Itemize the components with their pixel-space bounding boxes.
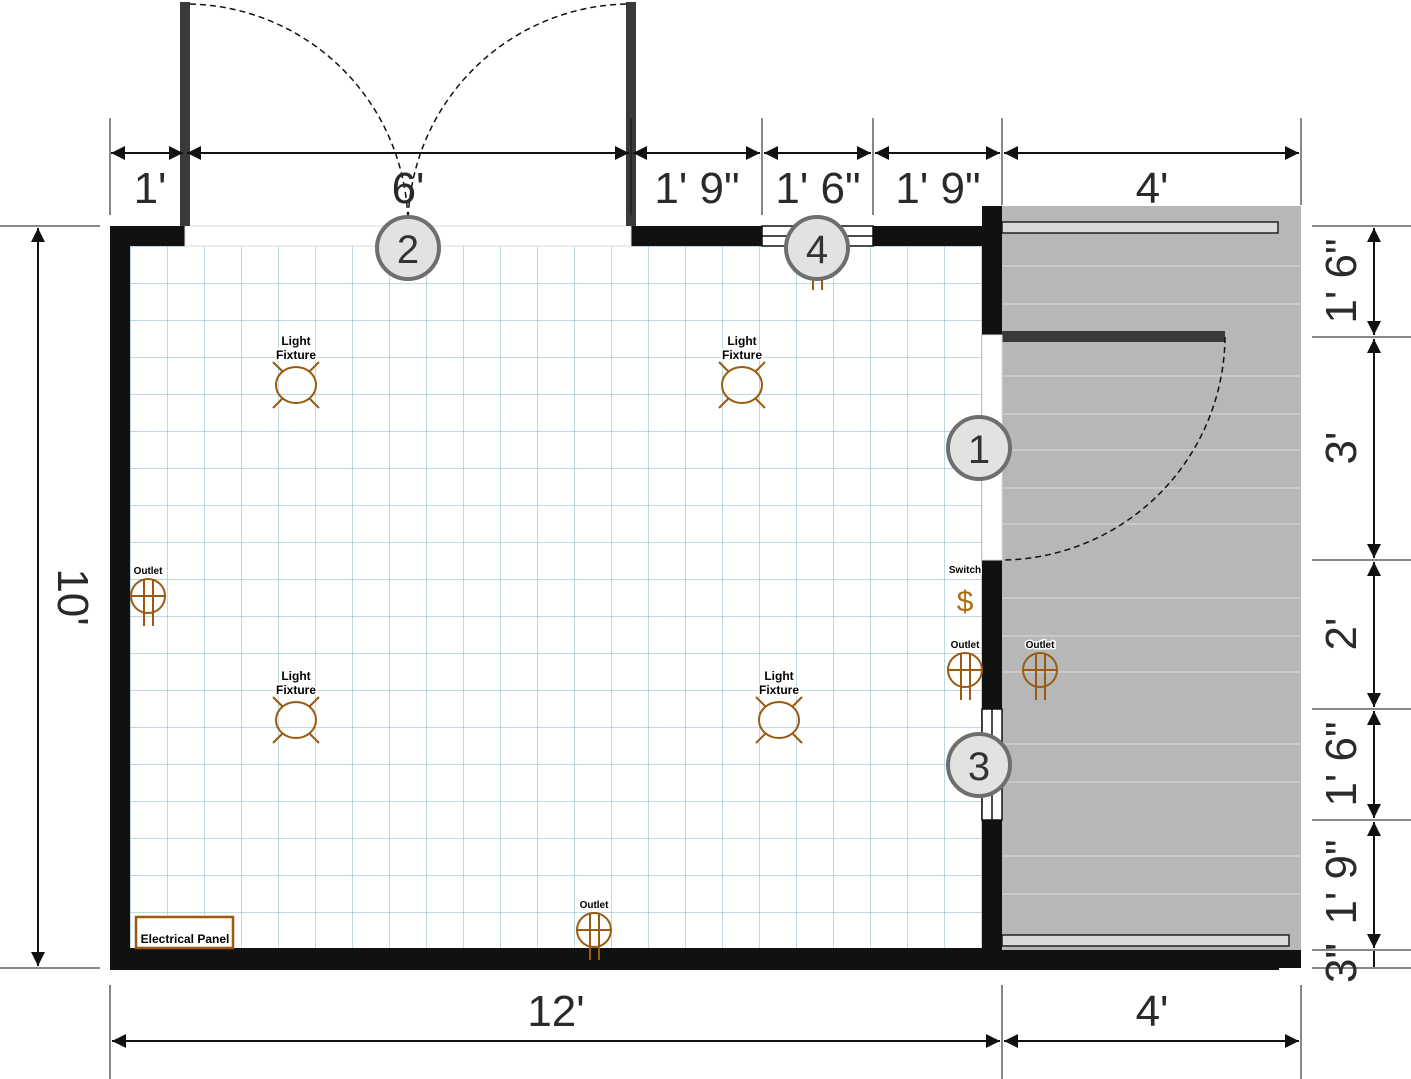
electrical-panel-label: Electrical Panel — [141, 932, 230, 946]
porch-door-leaf — [1002, 331, 1225, 342]
dim-top-1: 1' — [134, 164, 167, 213]
porch-rail-bottom — [1001, 934, 1290, 947]
wall-right-lower — [982, 820, 1002, 970]
dimension-lines — [0, 118, 1411, 1079]
dim-right-5: 1' 9" — [1317, 839, 1366, 924]
switch-symbol: $ — [957, 586, 974, 619]
dim-top-6: 4' — [1136, 164, 1169, 213]
light-switch: Switch $ — [947, 564, 982, 619]
outlet: Outlet — [947, 639, 983, 700]
marker-number: 3 — [968, 745, 990, 789]
light-fixture: Light Fixture — [718, 333, 766, 409]
light-fixture: Light Fixture — [272, 668, 320, 744]
dim-bottom-1: 12' — [527, 987, 584, 1036]
light-fixture-label-1: Light — [281, 669, 310, 683]
dim-top-2: 6' — [392, 164, 425, 213]
marker-door-2[interactable]: 2 — [375, 215, 441, 281]
door-leaf-left — [180, 2, 190, 226]
wall-right-upper — [982, 206, 1002, 335]
porch-deck — [1001, 206, 1301, 970]
light-fixture: Light Fixture — [755, 668, 803, 744]
outlet-label: Outlet — [134, 566, 164, 577]
light-fixture-label-2: Fixture — [722, 348, 762, 362]
dim-right-3: 2' — [1317, 618, 1366, 651]
porch-bottom-edge — [1002, 950, 1279, 970]
light-fixture-label-2: Fixture — [276, 348, 316, 362]
marker-window-4[interactable]: 4 — [784, 215, 850, 281]
dim-right-6: 3" — [1317, 943, 1366, 983]
marker-number: 1 — [968, 428, 990, 472]
wall-top-right — [873, 226, 983, 246]
dim-right-4: 1' 6" — [1317, 721, 1366, 806]
walls — [110, 206, 1225, 970]
dim-bottom-2: 4' — [1136, 987, 1169, 1036]
outlet: Outlet — [576, 899, 612, 960]
dim-top-4: 1' 6" — [775, 164, 860, 213]
marker-window-3[interactable]: 3 — [946, 732, 1012, 798]
marker-door-1[interactable]: 1 — [946, 415, 1012, 481]
door-leaf-right — [626, 2, 636, 226]
room-floor-grid — [130, 246, 982, 948]
wall-top-middle — [631, 226, 762, 246]
outlet: Outlet — [1022, 639, 1058, 700]
outlet: Outlet — [130, 565, 166, 626]
outlet-label: Outlet — [1026, 640, 1056, 651]
porch-rail-top — [1001, 221, 1279, 234]
outlet-label: Outlet — [580, 900, 610, 911]
light-fixture-label-1: Light — [727, 334, 756, 348]
outlet-label: Outlet — [951, 640, 981, 651]
wall-bottom — [110, 948, 1002, 970]
light-fixture-label-2: Fixture — [759, 683, 799, 697]
marker-number: 4 — [806, 228, 828, 272]
dim-left: 10' — [48, 568, 97, 625]
dim-right-1: 1' 6" — [1317, 238, 1366, 323]
porch-door-swing — [1001, 336, 1226, 561]
dim-top-3: 1' 9" — [654, 164, 739, 213]
electrical-panel: Electrical Panel — [134, 915, 235, 950]
wall-right-middle — [982, 560, 1002, 709]
light-fixture-label-1: Light — [764, 669, 793, 683]
wall-left — [110, 226, 130, 970]
switch-label: Switch — [949, 565, 981, 576]
marker-number: 2 — [397, 228, 419, 272]
light-fixture-label-2: Fixture — [276, 683, 316, 697]
light-fixture-label-1: Light — [281, 334, 310, 348]
dim-right-2: 3' — [1317, 432, 1366, 465]
dim-top-5: 1' 9" — [895, 164, 980, 213]
light-fixture: Light Fixture — [272, 333, 320, 409]
